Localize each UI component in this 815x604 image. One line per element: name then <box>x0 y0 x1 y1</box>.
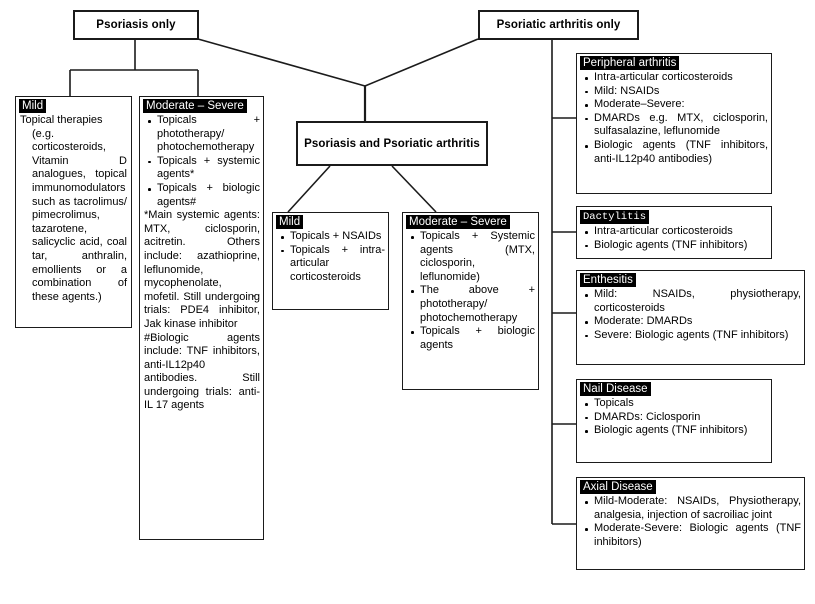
card-peripheral-arthritis-header: Peripheral arthritis <box>580 56 771 70</box>
card-axial-disease-list: Mild-Moderate: NSAIDs, Physiotherapy, an… <box>577 495 804 549</box>
mild-paragraph-lead: Topical therapies <box>20 114 103 126</box>
node-psoriasis-only-label: Psoriasis only <box>96 19 176 31</box>
card-nail-disease-list: Topicals DMARDs: Ciclosporin Biologic ag… <box>577 397 771 438</box>
footnote-systemic-agents: *Main systemic agents: MTX, ciclosporin,… <box>144 209 260 330</box>
list-item: Severe: Biologic agents (TNF inhibitors) <box>581 329 801 343</box>
card-peripheral-arthritis[interactable]: Peripheral arthritis Intra-articular cor… <box>576 53 772 194</box>
node-psoriatic-arthritis-only-label: Psoriatic arthritis only <box>496 19 621 31</box>
card-psoriasis-mild[interactable]: Mild Topical therapies (e.g. corticoster… <box>15 96 132 328</box>
list-item: Mild: NSAIDs, physiotherapy, corticoster… <box>581 288 801 315</box>
list-item: Moderate–Severe: <box>581 98 768 112</box>
card-both-moderate-severe-header: Moderate – Severe <box>406 215 538 229</box>
list-item: Moderate: DMARDs <box>581 315 801 329</box>
scan-speck <box>253 295 255 297</box>
card-psoriasis-moderate-severe[interactable]: Moderate – Severe Topicals + phototherap… <box>139 96 264 540</box>
card-dactylitis[interactable]: Dactylitis Intra-articular corticosteroi… <box>576 206 772 259</box>
card-psoriasis-mild-header: Mild <box>19 99 131 113</box>
list-item: Topicals + intra-articular corticosteroi… <box>277 244 385 285</box>
list-item: Biologic agents (TNF inhibitors) <box>581 424 768 438</box>
card-both-moderate-severe-list: Topicals + Systemic agents (MTX, ciclosp… <box>403 230 538 352</box>
list-item: The above + phototherapy/ photochemother… <box>407 284 535 325</box>
list-item: Mild: NSAIDs <box>581 85 768 99</box>
card-axial-disease[interactable]: Axial Disease Mild-Moderate: NSAIDs, Phy… <box>576 477 805 570</box>
card-peripheral-arthritis-list: Intra-articular corticosteroids Mild: NS… <box>577 71 771 166</box>
footnote-biologic-agents: #Biologic agents include: TNF inhibitors… <box>144 331 260 412</box>
list-item: Moderate-Severe: Biologic agents (TNF in… <box>581 522 801 549</box>
list-item: Topicals + systemic agents* <box>144 155 260 182</box>
card-enthesitis-header: Enthesitis <box>580 273 804 287</box>
list-item: Biologic agents (TNF inhibitors, anti-IL… <box>581 139 768 166</box>
card-both-mild[interactable]: Mild Topicals + NSAIDs Topicals + intra-… <box>272 212 389 310</box>
card-psoriasis-mild-body: Topical therapies (e.g. corticosteroids,… <box>16 114 131 304</box>
card-psoriasis-moderate-severe-header: Moderate – Severe <box>143 99 263 113</box>
card-psoriasis-moderate-severe-list: Topicals + phototherapy/ photochemothera… <box>140 114 263 209</box>
list-item: DMARDs: Ciclosporin <box>581 411 768 425</box>
card-nail-disease[interactable]: Nail Disease Topicals DMARDs: Ciclospori… <box>576 379 772 463</box>
card-nail-disease-header: Nail Disease <box>580 382 771 396</box>
card-dactylitis-list: Intra-articular corticosteroids Biologic… <box>577 225 771 252</box>
card-axial-disease-header: Axial Disease <box>580 480 804 494</box>
list-item: Mild-Moderate: NSAIDs, Physiotherapy, an… <box>581 495 801 522</box>
list-item: Biologic agents (TNF inhibitors) <box>581 239 768 253</box>
card-both-mild-list: Topicals + NSAIDs Topicals + intra-artic… <box>273 230 388 284</box>
card-both-mild-header: Mild <box>276 215 388 229</box>
list-item: Topicals + NSAIDs <box>277 230 385 244</box>
list-item: Topicals + Systemic agents (MTX, ciclosp… <box>407 230 535 284</box>
card-both-moderate-severe[interactable]: Moderate – Severe Topicals + Systemic ag… <box>402 212 539 390</box>
card-dactylitis-header: Dactylitis <box>580 209 771 224</box>
list-item: Topicals <box>581 397 768 411</box>
card-enthesitis-list: Mild: NSAIDs, physiotherapy, corticoster… <box>577 288 804 342</box>
list-item: Intra-articular corticosteroids <box>581 225 768 239</box>
mild-paragraph-rest: (e.g. corticosteroids, Vitamin D analogu… <box>32 127 127 303</box>
node-psoriasis-only[interactable]: Psoriasis only <box>73 10 199 40</box>
node-psoriasis-and-psoriatic-arthritis[interactable]: Psoriasis and Psoriatic arthritis <box>296 121 488 166</box>
card-enthesitis[interactable]: Enthesitis Mild: NSAIDs, physiotherapy, … <box>576 270 805 365</box>
node-psoriatic-arthritis-only[interactable]: Psoriatic arthritis only <box>478 10 639 40</box>
list-item: Intra-articular corticosteroids <box>581 71 768 85</box>
list-item: DMARDs e.g. MTX, ciclosporin, sulfasalaz… <box>581 112 768 139</box>
node-both-label: Psoriasis and Psoriatic arthritis <box>304 137 480 150</box>
list-item: Topicals + biologic agents# <box>144 182 260 209</box>
list-item: Topicals + phototherapy/ photochemothera… <box>144 114 260 155</box>
list-item: Topicals + biologic agents <box>407 325 535 352</box>
